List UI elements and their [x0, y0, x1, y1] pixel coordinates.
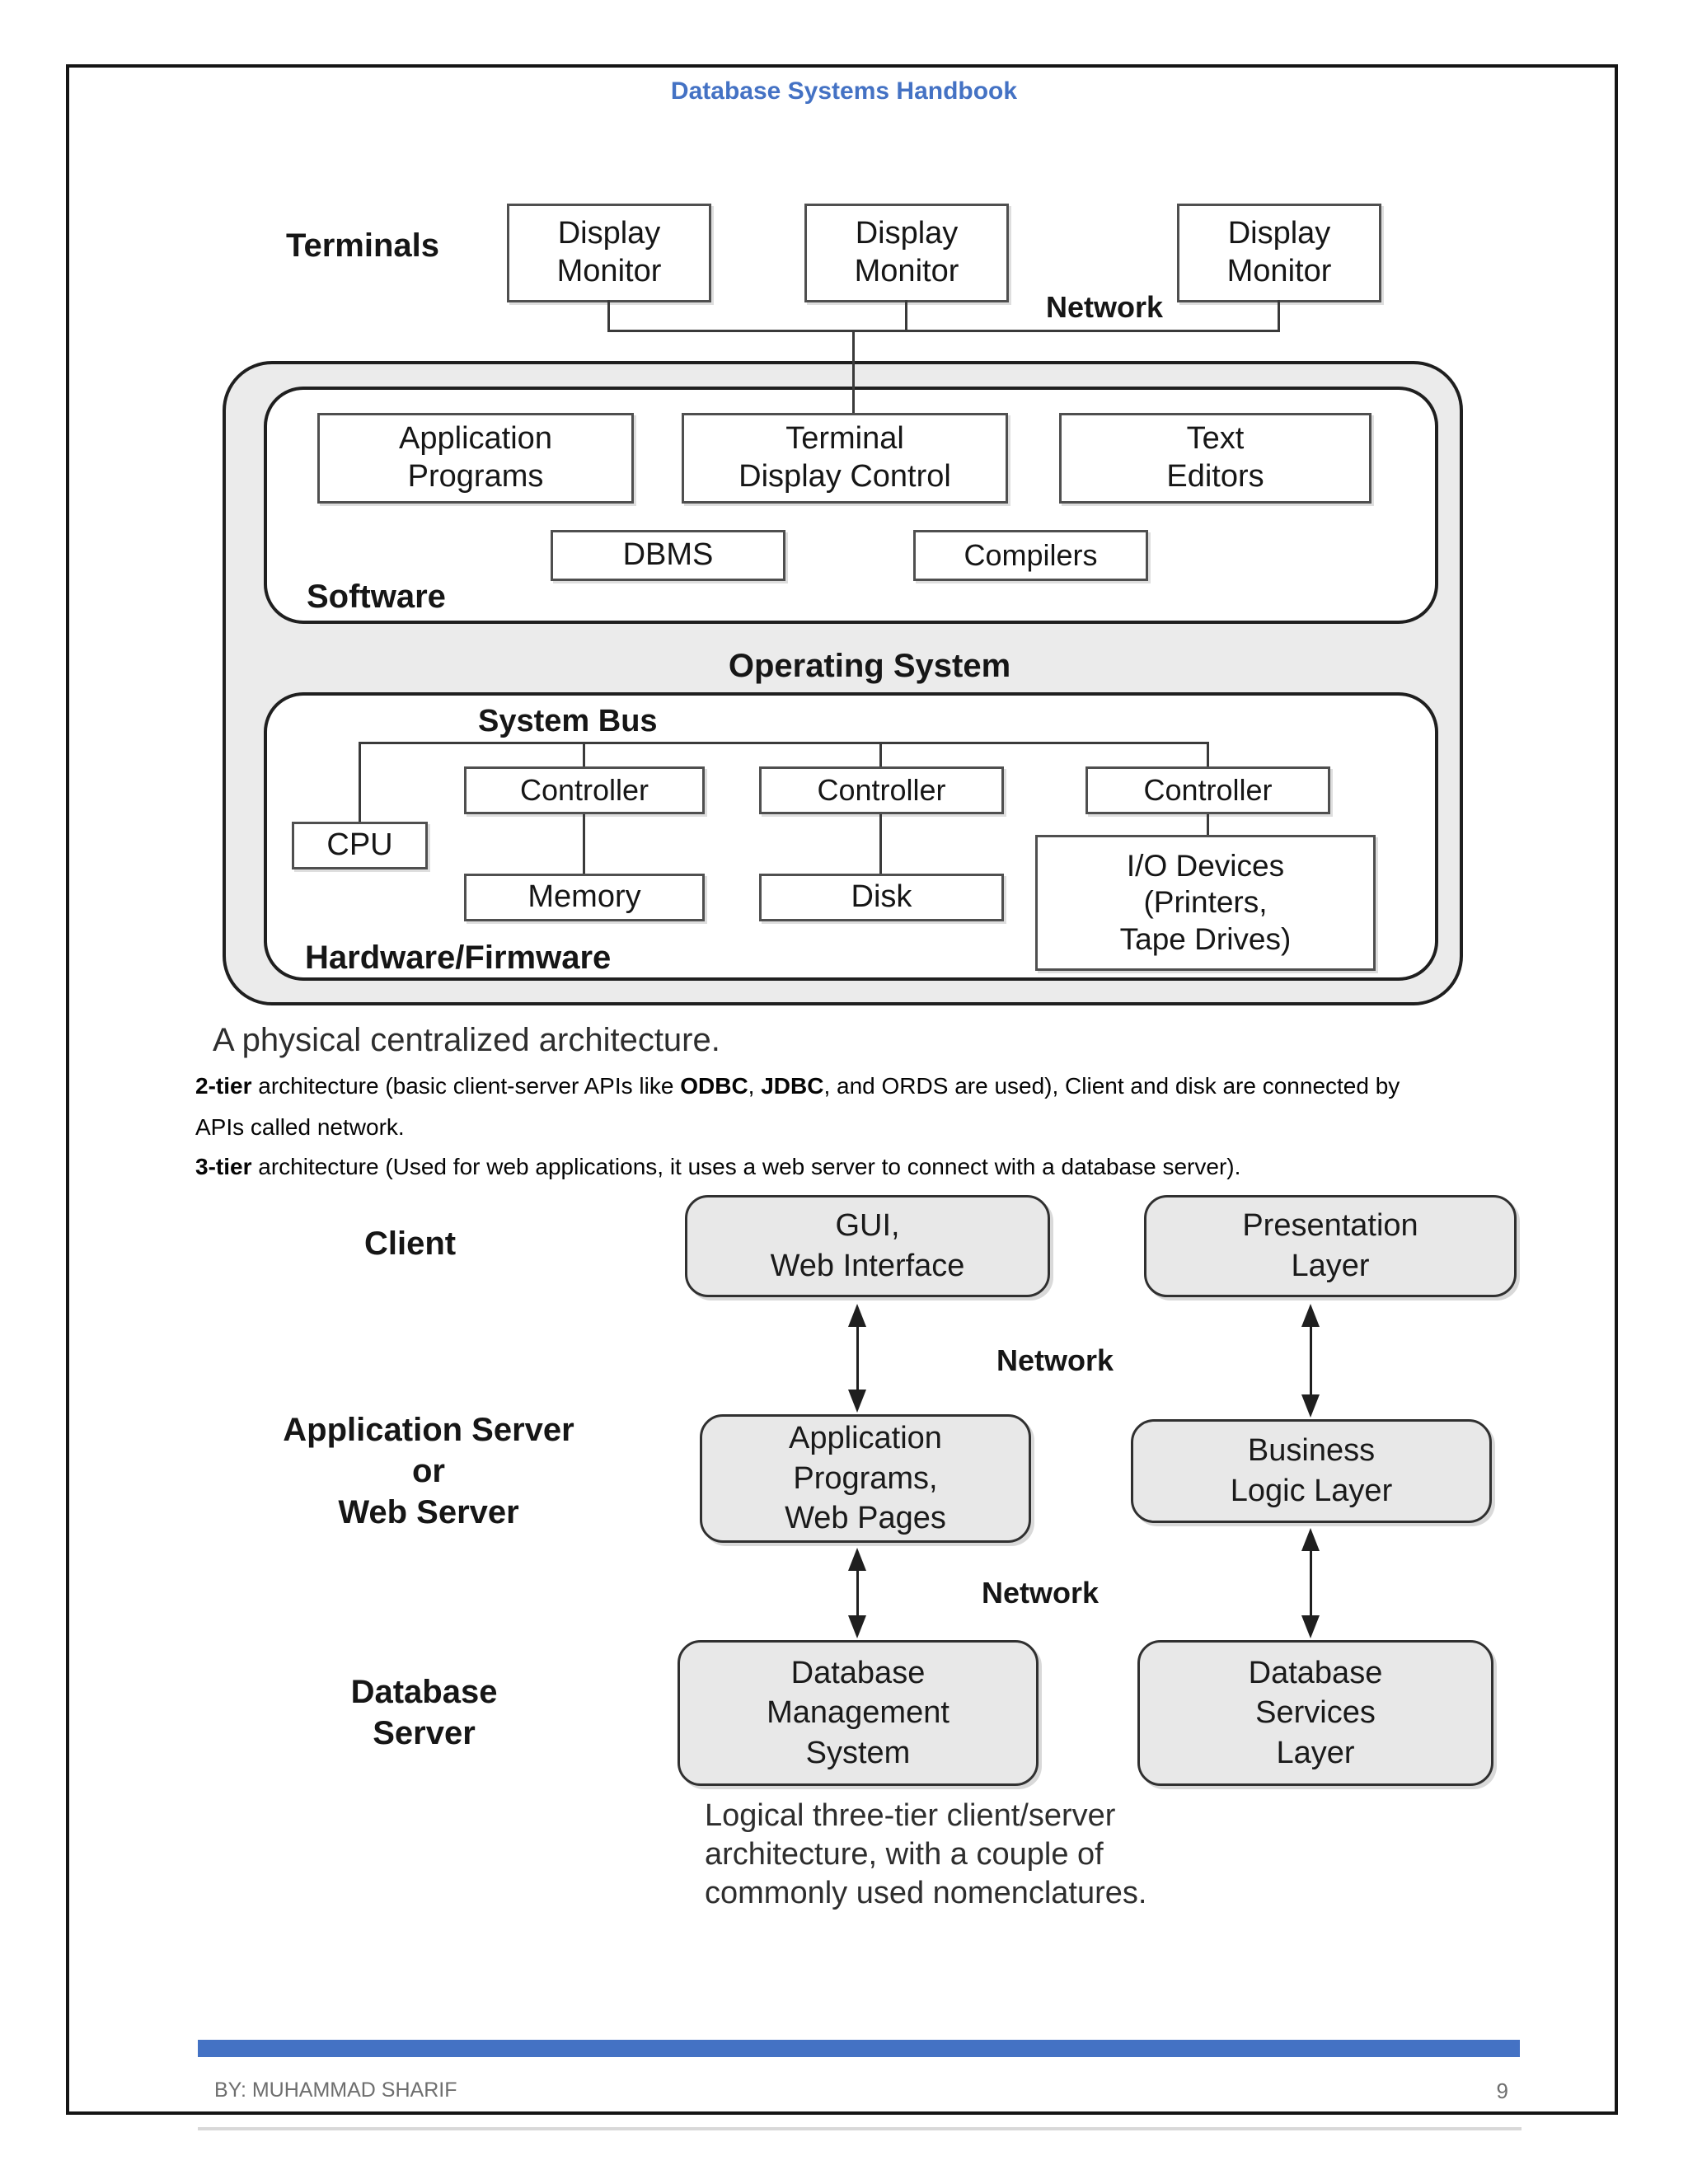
gui-web-interface-box: GUI, Web Interface	[685, 1195, 1050, 1297]
client-label: Client	[364, 1226, 457, 1262]
controller-box: Controller	[759, 766, 1004, 814]
connector-line	[583, 742, 585, 766]
io-devices-box: I/O Devices (Printers, Tape Drives)	[1035, 835, 1376, 971]
application-programs-box: Application Programs	[317, 413, 634, 504]
controller-box: Controller	[464, 766, 705, 814]
connector-line	[905, 300, 907, 331]
hardware-firmware-label: Hardware/Firmware	[305, 940, 612, 976]
terminals-label: Terminals	[286, 227, 439, 264]
text-editors-box: Text Editors	[1059, 413, 1372, 504]
compilers-box: Compilers	[913, 530, 1148, 581]
jdbc-term: JDBC	[761, 1073, 824, 1099]
diagram2-caption: Logical three-tier client/server archite…	[705, 1798, 1147, 1911]
footer-accent-bar	[198, 2040, 1520, 2057]
network-line	[607, 330, 1280, 332]
diagram1-caption: A physical centralized architecture.	[213, 1022, 720, 1058]
page-number: 9	[1496, 2079, 1508, 2103]
tier2-paragraph-line2: APIs called network.	[195, 1114, 405, 1140]
network-label: Network	[981, 1576, 1100, 1610]
connector-line	[607, 300, 610, 331]
double-arrow	[1300, 1528, 1321, 1638]
network-label: Network	[996, 1343, 1114, 1377]
tier3-text: architecture (Used for web applications,…	[251, 1154, 1241, 1179]
tier2-text: , and ORDS are used), Client and disk ar…	[823, 1073, 1400, 1099]
page-title: Database Systems Handbook	[670, 77, 1018, 105]
terminal-display-control-box: Terminal Display Control	[682, 413, 1008, 504]
presentation-layer-box: Presentation Layer	[1144, 1195, 1517, 1297]
cpu-box: CPU	[292, 822, 428, 869]
database-management-system-box: Database Management System	[678, 1640, 1039, 1786]
network-label: Network	[1045, 290, 1164, 324]
business-logic-layer-box: Business Logic Layer	[1131, 1419, 1492, 1523]
system-bus-label: System Bus	[478, 704, 658, 738]
connector-line	[359, 742, 361, 822]
display-monitor-box: Display Monitor	[1177, 204, 1381, 302]
connector-line	[1207, 814, 1209, 835]
database-services-layer-box: Database Services Layer	[1137, 1640, 1493, 1786]
connector-line	[1207, 742, 1209, 766]
footer-author: BY: MUHAMMAD SHARIF	[214, 2079, 457, 2102]
display-monitor-box: Display Monitor	[804, 204, 1009, 302]
tier3-term: 3-tier	[195, 1154, 252, 1179]
dbms-box: DBMS	[551, 530, 785, 581]
tier3-paragraph: 3-tier architecture (Used for web applic…	[195, 1154, 1240, 1180]
software-label: Software	[307, 579, 446, 615]
tier2-term: 2-tier	[195, 1073, 252, 1099]
display-monitor-box: Display Monitor	[507, 204, 711, 302]
page-edge-shadow	[198, 2127, 1522, 2130]
database-server-label: Database Server	[350, 1674, 498, 1751]
tier2-text: ,	[748, 1073, 762, 1099]
disk-box: Disk	[759, 874, 1004, 921]
network-drop-line	[852, 330, 855, 413]
system-bus-line	[360, 742, 1209, 744]
double-arrow	[1300, 1304, 1321, 1418]
connector-line	[879, 742, 882, 766]
double-arrow	[846, 1304, 868, 1413]
controller-box: Controller	[1085, 766, 1330, 814]
tier2-text: architecture (basic client-server APIs l…	[251, 1073, 681, 1099]
connector-line	[583, 814, 585, 874]
double-arrow	[846, 1548, 868, 1638]
tier2-paragraph-line1: 2-tier architecture (basic client-server…	[195, 1073, 1400, 1099]
application-programs-web-pages-box: Application Programs, Web Pages	[700, 1414, 1031, 1543]
memory-box: Memory	[464, 874, 705, 921]
connector-line	[1278, 300, 1280, 331]
connector-line	[879, 814, 882, 874]
odbc-term: ODBC	[680, 1073, 748, 1099]
operating-system-label: Operating System	[728, 648, 1011, 684]
app-server-label: Application Server or Web Server	[283, 1412, 574, 1530]
